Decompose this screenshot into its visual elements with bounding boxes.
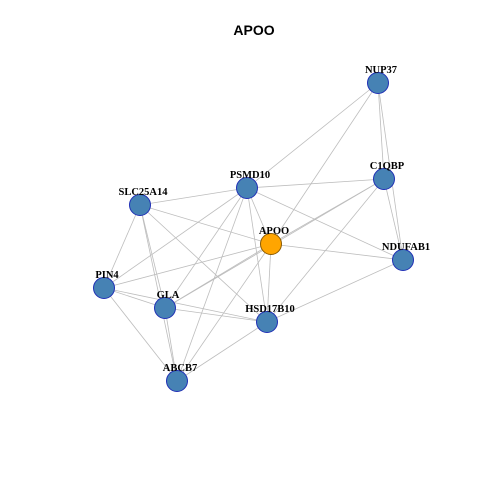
- edge-hsd17b10-abcb7: [176, 321, 268, 382]
- edge-psmd10-slc25a14: [139, 187, 248, 206]
- node-label-gla: GLA: [157, 290, 180, 301]
- node-ndufab1: [392, 249, 414, 271]
- node-pin4: [93, 277, 115, 299]
- edge-slc25a14-gla: [139, 204, 166, 309]
- node-nup37: [367, 72, 389, 94]
- edge-slc25a14-apoo: [139, 204, 272, 245]
- node-label-hsd17b10: HSD17B10: [245, 304, 295, 315]
- edge-layer: [103, 82, 404, 382]
- node-abcb7: [166, 370, 188, 392]
- edge-slc25a14-abcb7: [139, 204, 178, 382]
- node-label-psmd10: PSMD10: [230, 170, 270, 181]
- node-layer: [93, 72, 414, 392]
- edge-pin4-abcb7: [103, 287, 178, 382]
- edge-psmd10-hsd17b10: [246, 187, 268, 323]
- edge-ndufab1-hsd17b10: [266, 259, 404, 323]
- edge-slc25a14-pin4: [103, 204, 141, 289]
- edge-apoo-ndufab1: [270, 243, 404, 261]
- node-slc25a14: [129, 194, 151, 216]
- edge-apoo-pin4: [103, 243, 272, 289]
- node-c1qbp: [373, 168, 395, 190]
- node-label-pin4: PIN4: [95, 270, 119, 281]
- node-label-apoo: APOO: [259, 226, 289, 237]
- edge-gla-hsd17b10: [164, 307, 268, 323]
- edge-pin4-hsd17b10: [103, 287, 268, 323]
- node-label-c1qbp: C1QBP: [370, 161, 405, 172]
- node-gla: [154, 297, 176, 319]
- edge-gla-abcb7: [164, 307, 178, 382]
- edge-psmd10-ndufab1: [246, 187, 404, 261]
- node-label-slc25a14: SLC25A14: [118, 187, 168, 198]
- node-label-abcb7: ABCB7: [163, 363, 197, 374]
- node-label-nup37: NUP37: [365, 65, 397, 76]
- edge-apoo-abcb7: [176, 243, 272, 382]
- node-label-ndufab1: NDUFAB1: [382, 242, 430, 253]
- edge-psmd10-gla: [164, 187, 248, 309]
- node-apoo: [260, 233, 282, 255]
- edge-psmd10-c1qbp: [246, 178, 385, 189]
- edge-nup37-apoo: [270, 82, 379, 245]
- node-hsd17b10: [256, 311, 278, 333]
- node-psmd10: [236, 177, 258, 199]
- edge-apoo-gla: [164, 243, 272, 309]
- graph-title: APOO: [233, 22, 274, 38]
- edge-psmd10-abcb7: [176, 187, 248, 382]
- edge-c1qbp-ndufab1: [383, 178, 404, 261]
- edge-apoo-hsd17b10: [266, 243, 272, 323]
- edge-nup37-c1qbp: [377, 82, 385, 180]
- edge-nup37-psmd10: [246, 82, 379, 189]
- edge-slc25a14-hsd17b10: [139, 204, 268, 323]
